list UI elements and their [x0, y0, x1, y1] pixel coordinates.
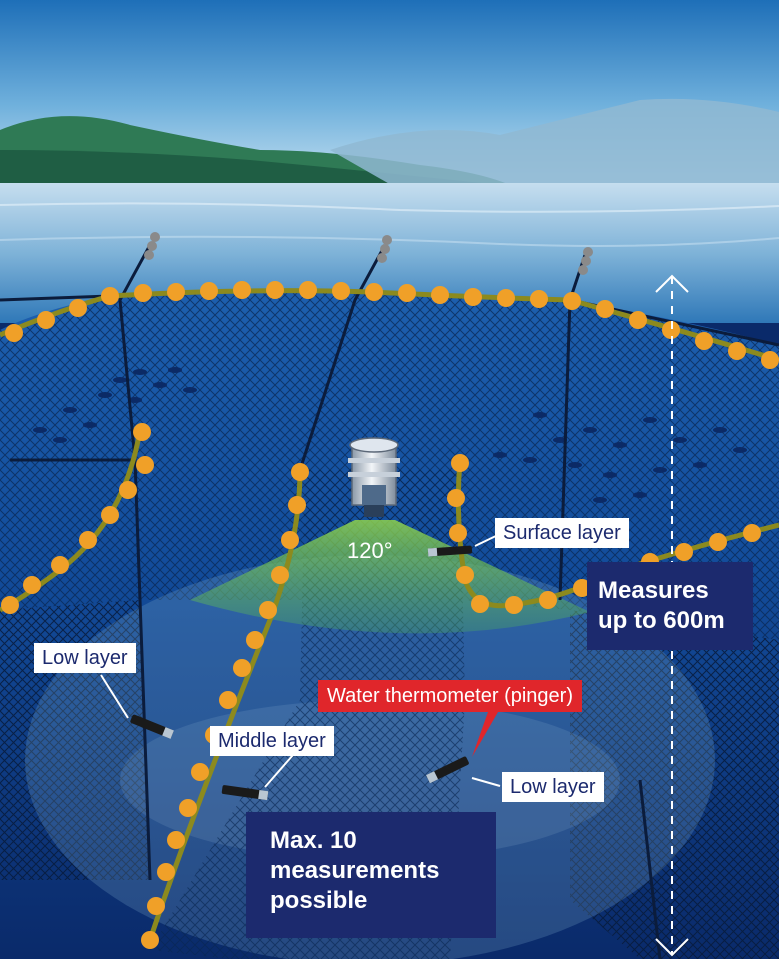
middle-layer-label: Middle layer	[210, 726, 334, 756]
pinger-callout-pointer	[472, 712, 498, 757]
pinger-sensor-icon	[130, 545, 473, 801]
cylindrical-receiver-icon	[348, 437, 400, 517]
max-measurements-box: Max. 10 measurements possible	[246, 812, 496, 938]
mooring-buoys	[144, 232, 593, 275]
double-arrow-icon	[655, 274, 689, 957]
low-layer-right-label: Low layer	[502, 772, 604, 802]
fish-school-icon	[33, 367, 747, 503]
distant-mountains	[330, 98, 779, 190]
low-layer-left-label: Low layer	[34, 643, 136, 673]
leader-lines	[100, 533, 501, 788]
net-deep-right	[570, 610, 779, 959]
surface-layer-label: Surface layer	[495, 518, 629, 548]
range-box: Measures up to 600m	[587, 562, 753, 650]
pinger-label: Water thermometer (pinger)	[318, 680, 582, 712]
beam-angle-label: 120°	[347, 538, 393, 563]
